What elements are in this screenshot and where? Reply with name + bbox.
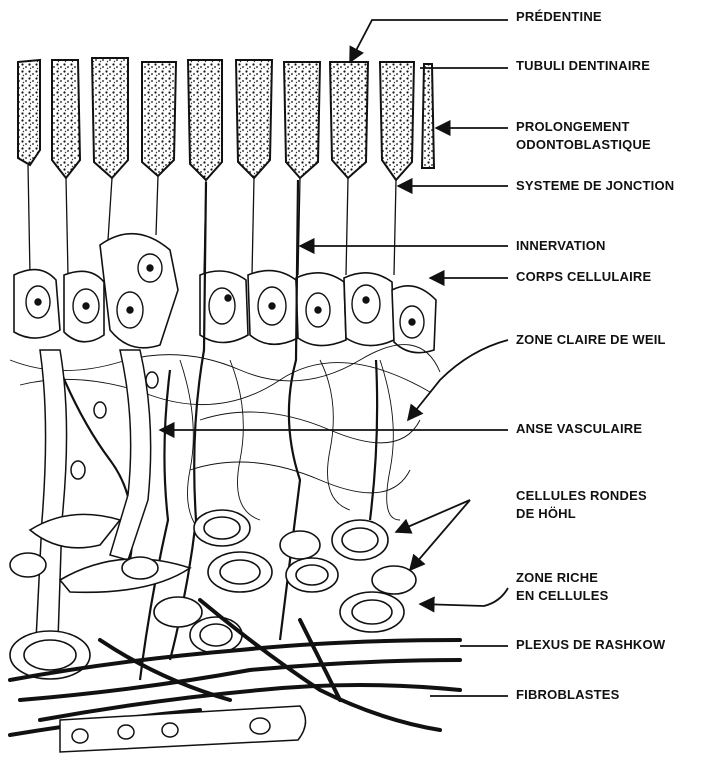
label-prolongement-line1: PROLONGEMENT (516, 119, 630, 134)
label-zone-weil: ZONE CLAIRE DE WEIL (516, 332, 666, 347)
label-anse-vasculaire: ANSE VASCULAIRE (516, 421, 643, 436)
label-cellules-hohl: CELLULES RONDES DE HÖHL (516, 487, 647, 523)
label-prolongement-line2: ODONTOBLASTIQUE (516, 137, 651, 152)
annotation-arrows (158, 19, 509, 697)
cell-rich-zone (9, 509, 417, 680)
label-jonction: SYSTEME DE JONCTION (516, 178, 675, 193)
label-corps-cellulaire: CORPS CELLULAIRE (516, 269, 652, 284)
label-zone-riche: ZONE RICHE EN CELLULES (516, 569, 608, 605)
label-riche-line2: EN CELLULES (516, 588, 609, 603)
label-fibroblastes: FIBROBLASTES (516, 687, 620, 702)
vascular-loop (35, 349, 159, 641)
weil-zone-fibers (9, 344, 441, 541)
label-riche-line1: ZONE RICHE (516, 570, 599, 585)
label-hohl-line2: DE HÖHL (516, 506, 576, 521)
label-plexus-rashkow: PLEXUS DE RASHKOW (516, 637, 666, 652)
cell-nuclei (25, 253, 425, 339)
dentin-tubules (17, 57, 436, 182)
label-prolongement: PROLONGEMENT ODONTOBLASTIQUE (516, 118, 651, 154)
label-innervation: INNERVATION (516, 238, 606, 253)
nerve-fibers (54, 179, 379, 681)
label-predentine: PRÉDENTINE (516, 9, 602, 24)
odontoblast-processes (27, 164, 397, 276)
label-hohl-line1: CELLULES RONDES (516, 488, 647, 503)
fibroblasts (59, 705, 307, 753)
label-tubuli: TUBULI DENTINAIRE (516, 58, 651, 73)
